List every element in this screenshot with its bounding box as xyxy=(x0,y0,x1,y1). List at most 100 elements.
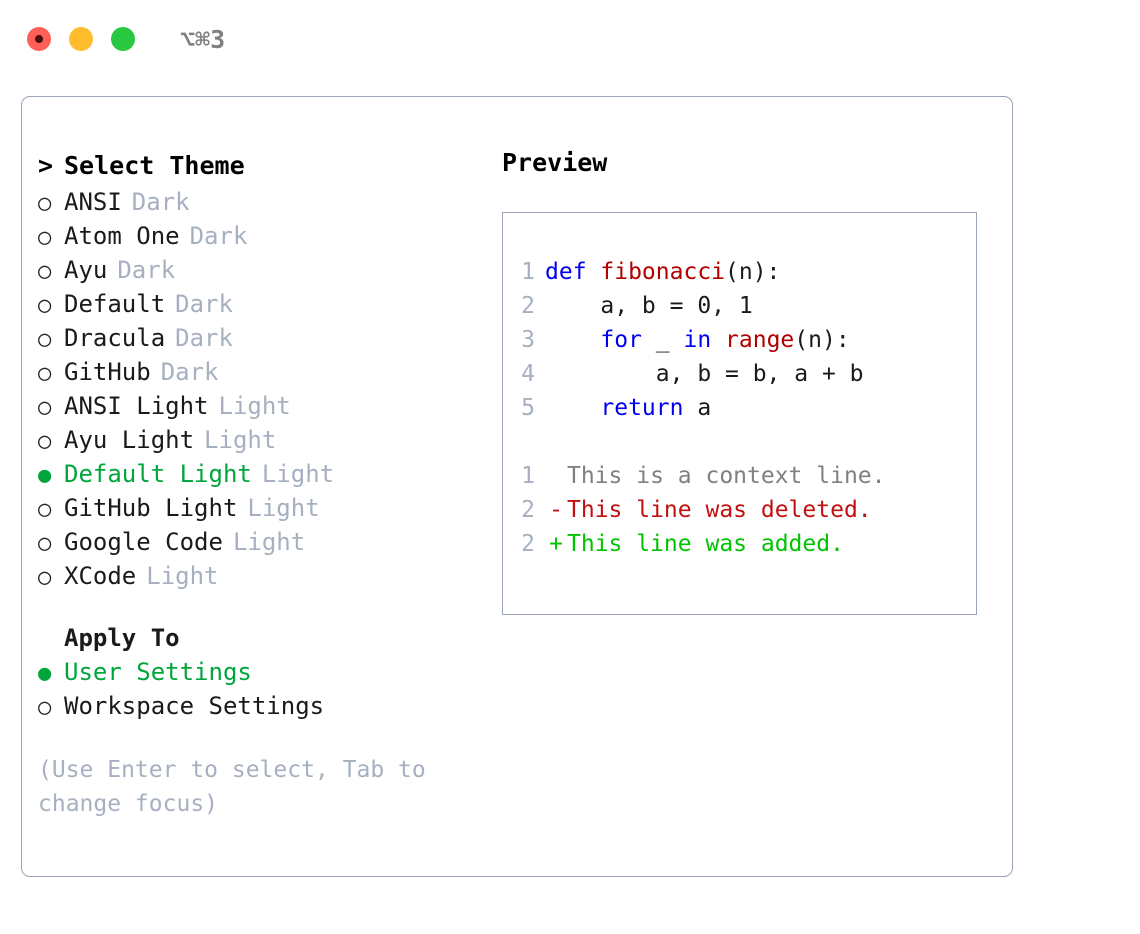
diff-marker: - xyxy=(549,497,563,523)
code-line: 3 for _ in range(n): xyxy=(503,323,976,357)
diff-sample: 1 This is a context line. 2-This line was… xyxy=(503,459,976,561)
theme-option-tag: Dark xyxy=(189,222,248,250)
diff-marker: + xyxy=(549,531,563,557)
diff-line-text: This line was deleted. xyxy=(567,497,872,523)
theme-option-ansi[interactable]: ○ ANSI Dark xyxy=(38,185,508,219)
theme-option-label: GitHub Light xyxy=(64,494,238,522)
code-token-pl xyxy=(545,395,600,421)
theme-option-label: Dracula xyxy=(64,324,166,352)
theme-option-tag: Light xyxy=(146,562,219,590)
theme-option-ayu-light[interactable]: ○ Ayu Light Light xyxy=(38,423,508,457)
caret-icon: > xyxy=(38,151,54,180)
close-button[interactable] xyxy=(27,27,51,51)
apply-to-option-user-settings[interactable]: ● User Settings xyxy=(38,655,508,689)
code-token-pl: a xyxy=(683,395,712,421)
code-token-kw: return xyxy=(600,395,684,421)
theme-option-label: GitHub xyxy=(64,358,151,386)
radio-unselected-icon: ○ xyxy=(38,327,52,352)
theme-option-label: Google Code xyxy=(64,528,223,556)
radio-unselected-icon: ○ xyxy=(38,361,52,386)
line-number: 3 xyxy=(521,327,535,353)
radio-unselected-icon: ○ xyxy=(38,429,52,454)
line-number: 2 xyxy=(521,531,535,557)
theme-option-tag: Dark xyxy=(117,256,176,284)
code-line-text: a, b = 0, 1 xyxy=(545,289,753,323)
code-line-text: a, b = b, a + b xyxy=(545,357,864,391)
theme-option-ayu[interactable]: ○ Ayu Dark xyxy=(38,253,508,287)
apply-to-option-label: User Settings xyxy=(64,658,252,686)
maximize-button[interactable] xyxy=(111,27,135,51)
preview-title: Preview xyxy=(502,148,608,177)
radio-unselected-icon: ○ xyxy=(38,293,52,318)
apply-to-option-label: Workspace Settings xyxy=(64,692,325,720)
diff-line-context: 1 This is a context line. xyxy=(503,459,976,493)
code-token-pl xyxy=(545,327,600,353)
help-hint: (Use Enter to select, Tab to change focu… xyxy=(38,757,426,817)
radio-selected-icon: ● xyxy=(38,661,52,686)
theme-option-tag: Light xyxy=(204,426,277,454)
line-number: 2 xyxy=(521,497,535,523)
theme-option-label: Default xyxy=(64,290,166,318)
apply-to-option-workspace-settings[interactable]: ○ Workspace Settings xyxy=(38,689,508,723)
theme-option-label: Ayu xyxy=(64,256,108,284)
code-token-pl: (n): xyxy=(794,327,850,353)
code-diff-gap xyxy=(503,425,976,459)
diff-line-add: 2 +This line was added. xyxy=(503,527,976,561)
radio-selected-icon: ● xyxy=(38,463,52,488)
select-theme-heading: > Select Theme xyxy=(38,147,508,185)
line-number: 5 xyxy=(521,395,535,421)
theme-option-default[interactable]: ○ Default Dark xyxy=(38,287,508,321)
theme-option-xcode[interactable]: ○ XCode Light xyxy=(38,559,508,593)
code-line: 4 a, b = b, a + b xyxy=(503,357,976,391)
theme-option-label: XCode xyxy=(64,562,137,590)
theme-option-label: Ayu Light xyxy=(64,426,195,454)
theme-option-tag: Dark xyxy=(160,358,219,386)
radio-unselected-icon: ○ xyxy=(38,191,52,216)
code-token-kw: def xyxy=(545,259,601,285)
diff-marker xyxy=(545,459,567,493)
radio-unselected-icon: ○ xyxy=(38,225,52,250)
radio-unselected-icon: ○ xyxy=(38,565,52,590)
code-token-fn: range xyxy=(725,327,795,353)
diff-line-text: This line was added. xyxy=(567,531,844,557)
radio-unselected-icon: ○ xyxy=(38,395,52,420)
theme-option-label: Default Light xyxy=(64,460,252,488)
code-line-text: return a xyxy=(545,391,711,425)
code-token-kw: for xyxy=(600,327,642,353)
theme-option-label: ANSI xyxy=(64,188,122,216)
theme-option-tag: Dark xyxy=(175,290,233,318)
keyboard-shortcut-label: ⌥⌘3 xyxy=(180,24,226,54)
window-controls xyxy=(27,27,135,51)
apply-to-list: ● User Settings ○ Workspace Settings xyxy=(38,655,508,723)
minimize-button[interactable] xyxy=(69,27,93,51)
diff-line-text: This is a context line. xyxy=(567,463,886,489)
radio-unselected-icon: ○ xyxy=(38,497,52,522)
theme-option-tag: Light xyxy=(232,528,306,556)
theme-option-default-light[interactable]: ● Default Light Light xyxy=(38,457,508,491)
code-token-pl: a, b = b, a + b xyxy=(545,361,864,387)
title-bar: ⌥⌘3 xyxy=(0,0,1140,78)
theme-option-tag: Dark xyxy=(131,188,190,216)
theme-option-label: ANSI Light xyxy=(64,392,209,420)
code-token-pl: _ xyxy=(641,327,684,353)
radio-unselected-icon: ○ xyxy=(38,695,52,720)
code-token-pl: a, b = 0, 1 xyxy=(545,293,753,319)
section-divider xyxy=(38,593,508,621)
code-line: 2 a, b = 0, 1 xyxy=(503,289,976,323)
radio-unselected-icon: ○ xyxy=(38,259,52,284)
apply-to-heading: Apply To xyxy=(38,621,508,655)
line-number: 1 xyxy=(521,463,535,489)
theme-option-github[interactable]: ○ GitHub Dark xyxy=(38,355,508,389)
theme-option-tag: Light xyxy=(261,460,335,488)
